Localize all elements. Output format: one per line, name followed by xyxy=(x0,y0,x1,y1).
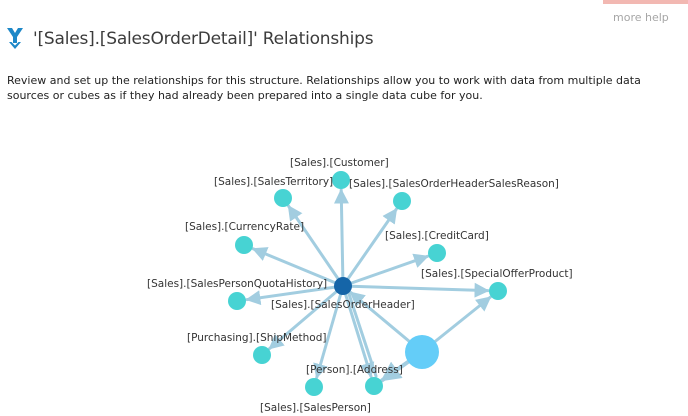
label-customer: [Sales].[Customer] xyxy=(290,157,389,169)
more-help-link[interactable]: more help xyxy=(613,11,669,24)
node-sales-person[interactable] xyxy=(305,378,323,396)
node-credit-card[interactable] xyxy=(428,244,446,262)
node-address[interactable] xyxy=(365,377,383,395)
label-hub: [Sales].[SalesOrderHeader] xyxy=(271,299,415,311)
edge-hub-to-credit-card xyxy=(341,253,430,288)
node-hub[interactable] xyxy=(334,277,352,295)
page-header: '[Sales].[SalesOrderDetail]' Relationshi… xyxy=(6,26,374,52)
node-sales-person-quota-history[interactable] xyxy=(228,292,246,310)
node-customer[interactable] xyxy=(332,171,350,189)
edge-hub-to-address-secondary xyxy=(345,286,378,378)
label-currency-rate: [Sales].[CurrencyRate] xyxy=(185,221,304,233)
top-accent-bar xyxy=(603,0,688,4)
node-source[interactable] xyxy=(405,335,439,369)
label-credit-card: [Sales].[CreditCard] xyxy=(385,230,489,242)
label-sales-person: [Sales].[SalesPerson] xyxy=(260,402,371,414)
edge-hub-to-address xyxy=(341,284,375,378)
description-text: Review and set up the relationships for … xyxy=(7,74,641,102)
edge-hub-to-sales-person xyxy=(313,284,345,379)
edge-hub-to-currency-rate xyxy=(251,247,345,288)
edge-hub-to-sales-territory xyxy=(287,204,345,288)
page-title: '[Sales].[SalesOrderDetail]' Relationshi… xyxy=(33,29,374,49)
node-special-offer-product[interactable] xyxy=(489,282,507,300)
edge-hub-to-special-offer-product xyxy=(341,282,490,298)
node-sales-territory[interactable] xyxy=(274,189,292,207)
label-sales-order-header-sales-reason: [Sales].[SalesOrderHeaderSalesReason] xyxy=(349,178,559,190)
relationship-funnel-icon xyxy=(7,28,23,49)
edge-hub-to-sales-order-header-sales-reason xyxy=(341,207,398,288)
edge-hub-to-sales-person-quota-history xyxy=(245,284,345,306)
node-currency-rate[interactable] xyxy=(235,236,253,254)
label-sales-person-quota-history: [Sales].[SalesPersonQuotaHistory] xyxy=(147,278,327,290)
label-sales-territory: [Sales].[SalesTerritory] xyxy=(214,176,333,188)
node-sales-order-header-sales-reason[interactable] xyxy=(393,192,411,210)
edge-hub-to-customer xyxy=(333,188,349,288)
node-ship-method[interactable] xyxy=(253,346,271,364)
label-ship-method: [Purchasing].[ShipMethod] xyxy=(187,332,326,344)
label-special-offer-product: [Sales].[SpecialOfferProduct] xyxy=(421,268,573,280)
label-address: [Person].[Address] xyxy=(306,364,403,376)
edge-hub-to-ship-method xyxy=(268,284,345,351)
